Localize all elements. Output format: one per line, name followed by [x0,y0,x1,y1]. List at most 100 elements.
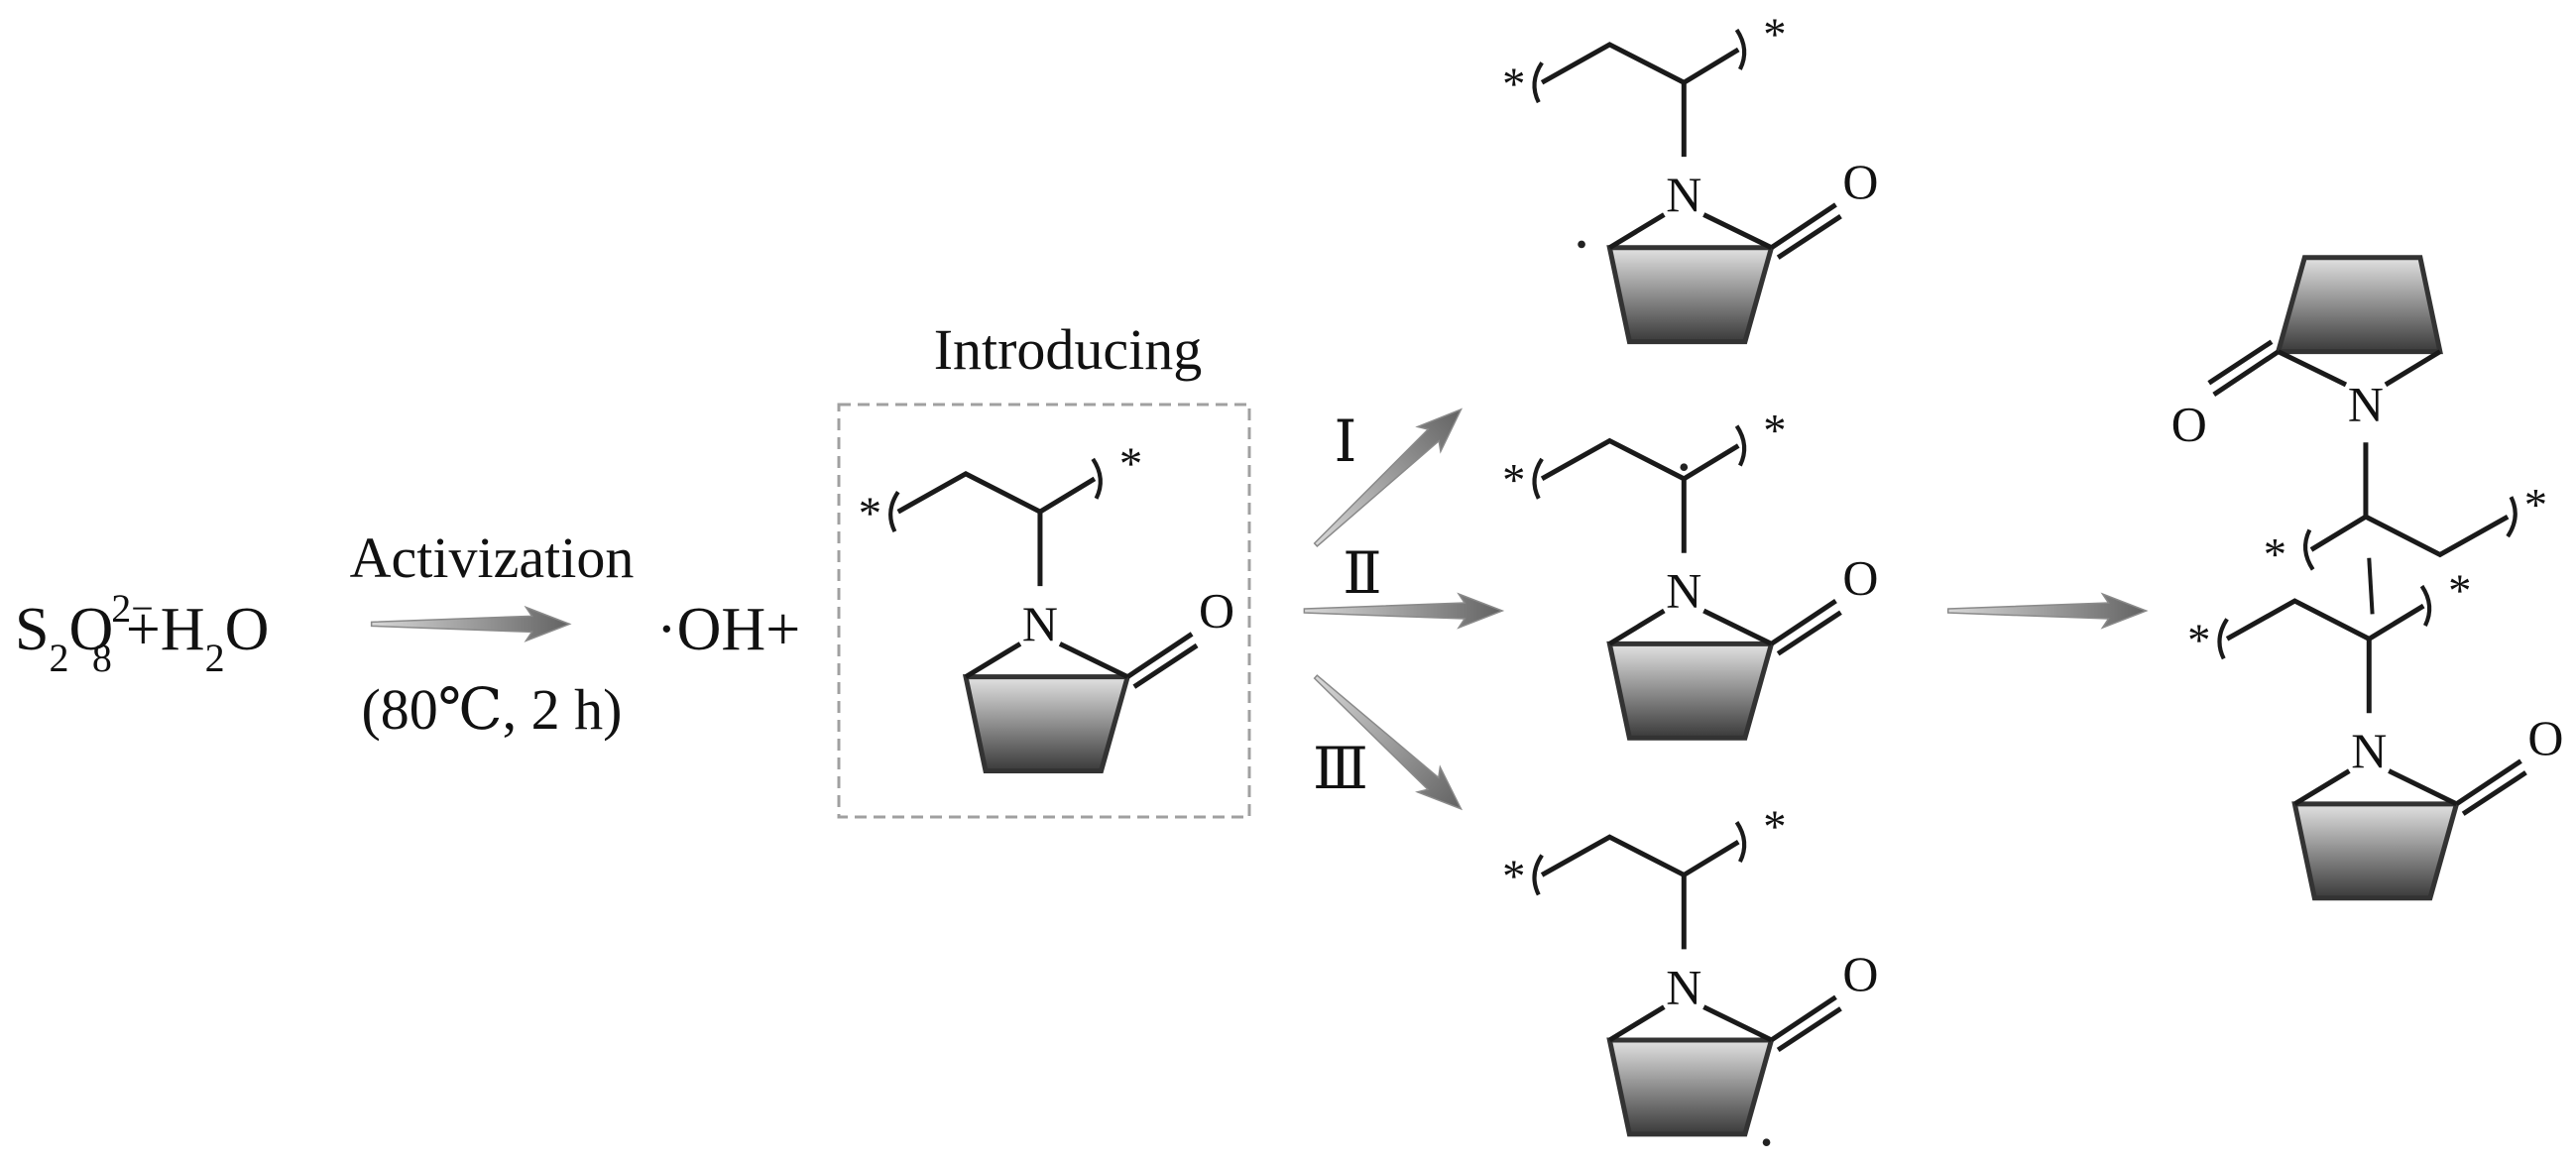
pyrrolidone-ring [962,674,1131,774]
pathway-ii-arrow [1303,592,1505,630]
n-c-bond [1608,608,1666,646]
n-carbonyl-bond [1702,212,1773,250]
chain-end-star: * [1502,851,1525,902]
chain-end-star: * [1502,58,1525,110]
crosslink-bond [2367,557,2375,615]
pyrrolidone-ring [1606,641,1775,741]
carbonyl-double-bond [1776,214,1842,260]
radical-dot [1578,240,1585,249]
carbonyl-double-bond [2455,758,2522,806]
right-bracket [2419,584,2432,627]
right-bracket [2303,528,2315,571]
nitrogen-atom: N [1666,959,1701,1014]
chain-end-star: * [1119,438,1142,490]
n-c-bond [1608,212,1666,250]
monomer-dashed-box [837,403,1251,819]
introducing-label: Introducing [934,317,1203,382]
skeleton [2217,584,2527,901]
activation-label: Activization [350,525,635,590]
n-carbonyl-bond [1702,608,1773,646]
carbonyl-double-bond [1125,632,1194,679]
oxygen-atom: O [1199,583,1234,639]
pathway-i-arrow [1313,408,1464,547]
activation-arrow [370,605,572,642]
activation-conditions: (80℃, 2 h) [361,677,622,742]
n-carbonyl-bond [1702,1004,1773,1043]
n-c-bond [2293,768,2351,806]
chain-end-star: * [1502,455,1525,507]
oxygen-atom: O [1842,946,1878,1001]
polymer-backbone [1540,437,1740,482]
skeleton [2207,255,2517,571]
radical-dot [1680,463,1689,472]
chain-end-star: * [1763,406,1786,457]
oxygen-atom: O [1842,154,1878,209]
nitrogen-atom: N [2351,723,2387,778]
chain-end-star: * [1763,801,1786,853]
carbonyl-double-bond [1776,610,1842,656]
chain-end-star: * [1763,9,1786,60]
crosslinking-arrow [1946,592,2149,630]
nitrogen-atom: N [1022,596,1058,651]
skeleton [888,457,1199,774]
carbonyl-double-bond [1776,1006,1842,1053]
pyrrolidone-ring [2275,255,2443,355]
polymer-backbone [2309,514,2510,558]
nvp-unit-introduced: N O * * [859,438,1234,774]
left-bracket [1532,854,1544,896]
radical-on-backbone: N O * * [1502,406,1878,741]
carbonyl-double-bond [2207,339,2274,386]
chain-end-star: * [2264,528,2286,580]
nitrogen-atom: N [2348,377,2384,432]
pathway-label-iii: Ⅲ [1313,737,1368,801]
carbonyl-double-bond [2461,770,2527,816]
pathway-iii-arrow [1313,674,1464,811]
oxygen-atom: O [1842,549,1878,605]
right-bracket [1734,821,1747,864]
n-carbonyl-bond [2277,349,2348,388]
left-bracket [1532,61,1544,104]
reactants-formula: S2O2−8+H2O [15,586,269,680]
polymer-backbone [1540,42,1740,86]
skeleton [1532,28,1842,345]
nitrogen-atom: N [1666,563,1701,619]
carbonyl-double-bond [1770,994,1837,1043]
right-bracket [1091,457,1103,500]
crosslinked-upper-unit: N O * * [2171,255,2547,580]
right-bracket [1734,424,1747,467]
n-c-bond [964,641,1022,679]
chain-end-star: * [859,488,881,539]
left-bracket [2217,618,2229,660]
carbonyl-double-bond [1132,642,1199,689]
chain-end-star: * [2448,565,2471,617]
carbonyl-double-bond [1770,202,1837,250]
polymer-backbone [1540,834,1740,878]
polymer-backbone [896,471,1097,516]
oxygen-atom: O [2171,397,2207,452]
left-bracket [1532,457,1544,500]
n-carbonyl-bond [1058,641,1129,679]
hydroxyl-radical-label: ·OH+ [656,596,800,663]
pyrrolidone-ring [1606,245,1775,345]
oxygen-atom: O [2527,710,2563,765]
n-c-bond [1608,1004,1666,1043]
radical-on-ring-beta: N O * * [1502,801,1878,1147]
radical-dot [1762,1138,1771,1147]
pyrrolidone-ring [1606,1037,1775,1137]
n-carbonyl-bond [2388,768,2458,807]
n-c-bond [2384,349,2442,388]
left-bracket [2506,496,2517,538]
pyrrolidone-ring [2291,801,2460,901]
chain-end-star: * [2524,479,2547,530]
pathway-label-ii: Ⅱ [1343,541,1381,606]
left-bracket [888,491,900,533]
polymer-backbone [2225,598,2425,642]
chain-end-star: * [2187,615,2210,666]
nitrogen-atom: N [1666,167,1701,222]
pathway-label-i: Ⅰ [1335,409,1357,474]
carbonyl-double-bond [2212,349,2281,398]
radical-on-ring-alpha: N O * * [1502,9,1878,345]
crosslinked-lower-unit: N O * * [2187,565,2563,901]
right-bracket [1734,28,1747,70]
